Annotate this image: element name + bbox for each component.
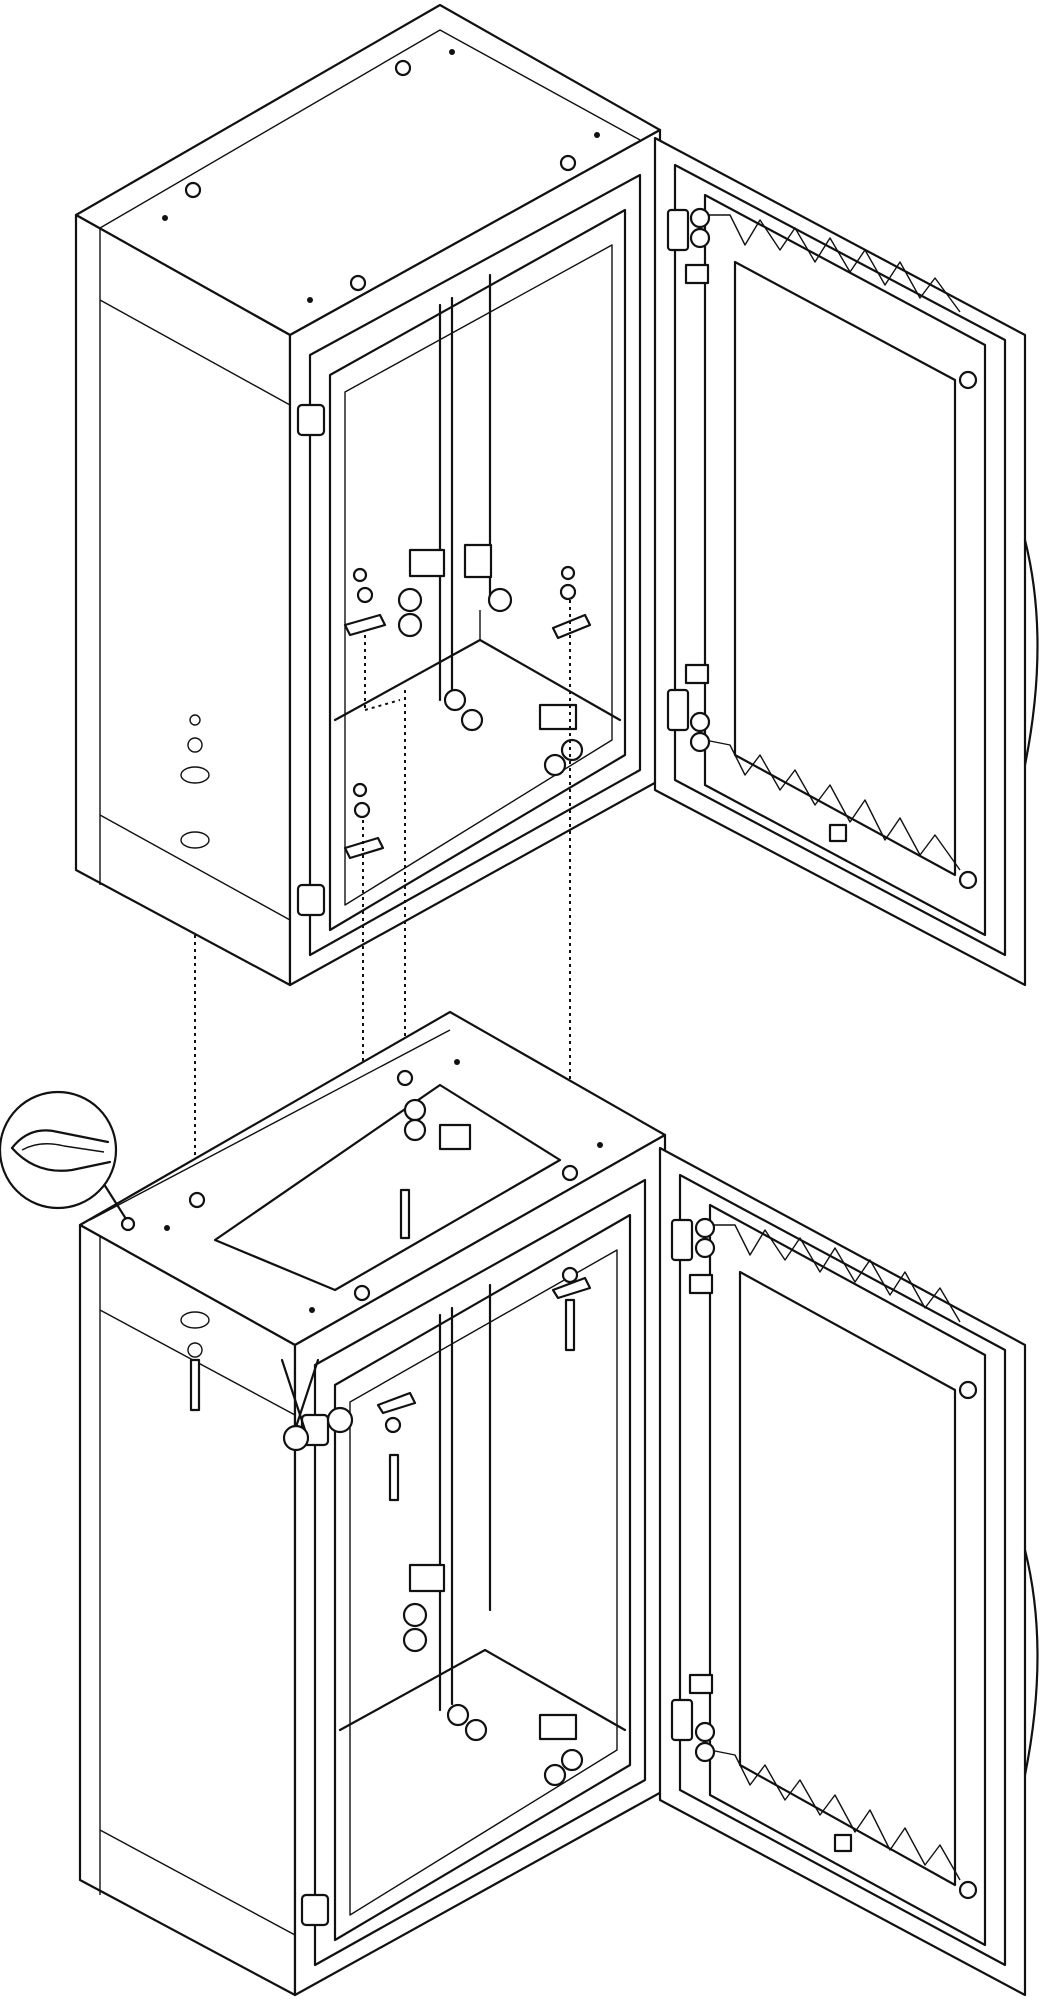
lower-enclosure — [78, 1010, 667, 1997]
screw-icon — [184, 181, 202, 199]
nut-icon — [352, 567, 368, 583]
washer-icon — [384, 1416, 402, 1434]
bolt-icon — [189, 1358, 201, 1412]
gasket-detail-callout — [0, 1090, 136, 1232]
hinge-icon — [670, 1218, 694, 1262]
bolt-icon — [388, 1453, 400, 1502]
door-handle-icon — [1023, 538, 1039, 767]
hinge-icon — [666, 688, 690, 732]
nut-icon — [560, 565, 576, 581]
clamp-icon — [408, 1563, 446, 1593]
screw-icon — [394, 59, 412, 77]
washer-icon — [561, 1266, 579, 1284]
bolt-icon — [399, 1188, 411, 1240]
screw-icon — [188, 1191, 206, 1209]
gasket-point-icon — [120, 1216, 136, 1232]
upper-enclosure — [74, 3, 662, 987]
upper-door-window — [733, 260, 957, 877]
hinge-icon — [300, 1893, 330, 1927]
upper-door-panel — [653, 136, 1027, 987]
washer-icon — [356, 586, 374, 604]
screw-icon — [561, 1164, 579, 1182]
upper-opening — [328, 208, 627, 932]
lower-left-face — [78, 1223, 297, 1997]
hinge-icon — [666, 208, 690, 252]
screw-icon — [396, 1069, 414, 1087]
hinge-icon — [296, 403, 326, 437]
detail-circle — [0, 1090, 118, 1210]
upper-left-face — [74, 213, 292, 987]
scissors-icon — [280, 1358, 354, 1452]
lower-door-window — [738, 1270, 957, 1887]
lower-opening — [333, 1213, 632, 1942]
lower-door — [658, 1146, 1039, 1997]
nut-icon — [352, 782, 368, 798]
lower-top-opening — [213, 1083, 562, 1292]
hinge-icon — [296, 883, 326, 917]
screw-icon — [349, 274, 367, 292]
washer-icon — [559, 583, 577, 601]
bolt-icon — [564, 1298, 576, 1352]
door-handle-icon — [1023, 1548, 1039, 1777]
screw-icon — [353, 1284, 371, 1302]
hinge-icon — [670, 1698, 694, 1742]
clamp-icon — [408, 548, 446, 578]
upper-door — [653, 136, 1039, 987]
screw-icon — [559, 154, 577, 172]
washer-icon — [353, 801, 371, 819]
